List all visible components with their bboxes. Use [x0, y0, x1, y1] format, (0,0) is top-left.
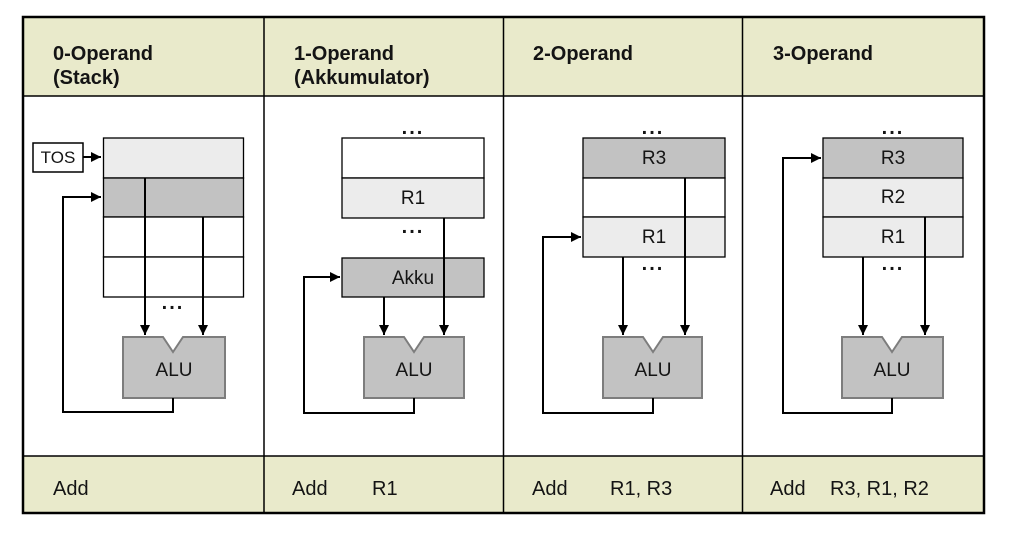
registers-ellipsis-top: ...	[882, 117, 905, 139]
alu-result-feedback-arrow	[62, 192, 174, 413]
stack-cell-third	[102, 216, 245, 258]
column-1-operand: ... R1 ... Akku ALU	[303, 117, 485, 414]
instruction-operands: R3, R1, R2	[830, 478, 929, 500]
instruction-operands: R1	[372, 478, 398, 500]
registers-ellipsis-top: ...	[402, 117, 425, 139]
instruction-col4: Add R3, R1, R2	[770, 478, 929, 500]
instruction-mnemonic: Add	[53, 478, 89, 500]
stack-cell-top	[102, 137, 245, 179]
header-col2-line2: (Akkumulator)	[294, 67, 430, 89]
column-2-operand: ... R3 R1 ... ALU	[542, 117, 726, 414]
header-col2-line1: 1-Operand	[294, 43, 394, 65]
register-label-r3: R3	[881, 148, 905, 169]
register-cell-blank	[582, 177, 726, 218]
register-label-r2: R2	[881, 187, 905, 208]
registers-ellipsis-bottom: ...	[402, 216, 425, 238]
alu-box	[602, 336, 703, 399]
header-col1-line1: 0-Operand	[53, 43, 153, 65]
alu-box	[841, 336, 944, 399]
akku-box	[341, 257, 485, 298]
header-col3-line1: 2-Operand	[533, 43, 633, 65]
alu-result-feedback-arrow	[542, 232, 654, 414]
instruction-mnemonic: Add	[770, 478, 806, 500]
akku-label: Akku	[392, 268, 434, 289]
register-cell-blank	[341, 137, 485, 179]
tos-label: TOS	[41, 148, 76, 167]
register-cell-r1	[582, 216, 726, 258]
stack-ellipsis: ...	[162, 292, 185, 314]
alu-result-feedback-arrow	[303, 272, 415, 414]
tos-box	[32, 142, 84, 173]
instruction-operands: R1, R3	[610, 478, 672, 500]
stack-cell-fourth	[102, 256, 245, 298]
header-col4-line1: 3-Operand	[773, 43, 873, 65]
register-cell-r2	[822, 177, 964, 218]
register-cell-r1	[822, 216, 964, 258]
register-cell-r3	[582, 137, 726, 179]
stack-cell-second	[102, 177, 245, 218]
register-label-r1: R1	[881, 227, 905, 248]
registers-ellipsis-bottom: ...	[642, 253, 665, 275]
register-cell-r1	[341, 177, 485, 219]
register-label-r1: R1	[401, 188, 425, 209]
instruction-col1: Add	[53, 478, 89, 500]
instruction-col2: Add R1	[292, 478, 398, 500]
alu-label: ALU	[635, 360, 672, 381]
instruction-col3: Add R1, R3	[532, 478, 672, 500]
instruction-mnemonic: Add	[532, 478, 568, 500]
register-label-r1: R1	[642, 227, 666, 248]
instruction-mnemonic: Add	[292, 478, 328, 500]
registers-ellipsis-top: ...	[642, 117, 665, 139]
alu-label: ALU	[874, 360, 911, 381]
column-3-operand: ... R3 R2 R1 ... ALU	[782, 117, 964, 414]
alu-label: ALU	[396, 360, 433, 381]
alu-box	[122, 336, 226, 399]
alu-result-feedback-arrow	[782, 153, 893, 414]
header-col1-line2: (Stack)	[53, 67, 120, 89]
register-label-r3: R3	[642, 148, 666, 169]
alu-box	[363, 336, 465, 399]
column-0-operand: ... TOS ALU	[32, 137, 245, 413]
alu-label: ALU	[156, 360, 193, 381]
registers-ellipsis-bottom: ...	[882, 253, 905, 275]
